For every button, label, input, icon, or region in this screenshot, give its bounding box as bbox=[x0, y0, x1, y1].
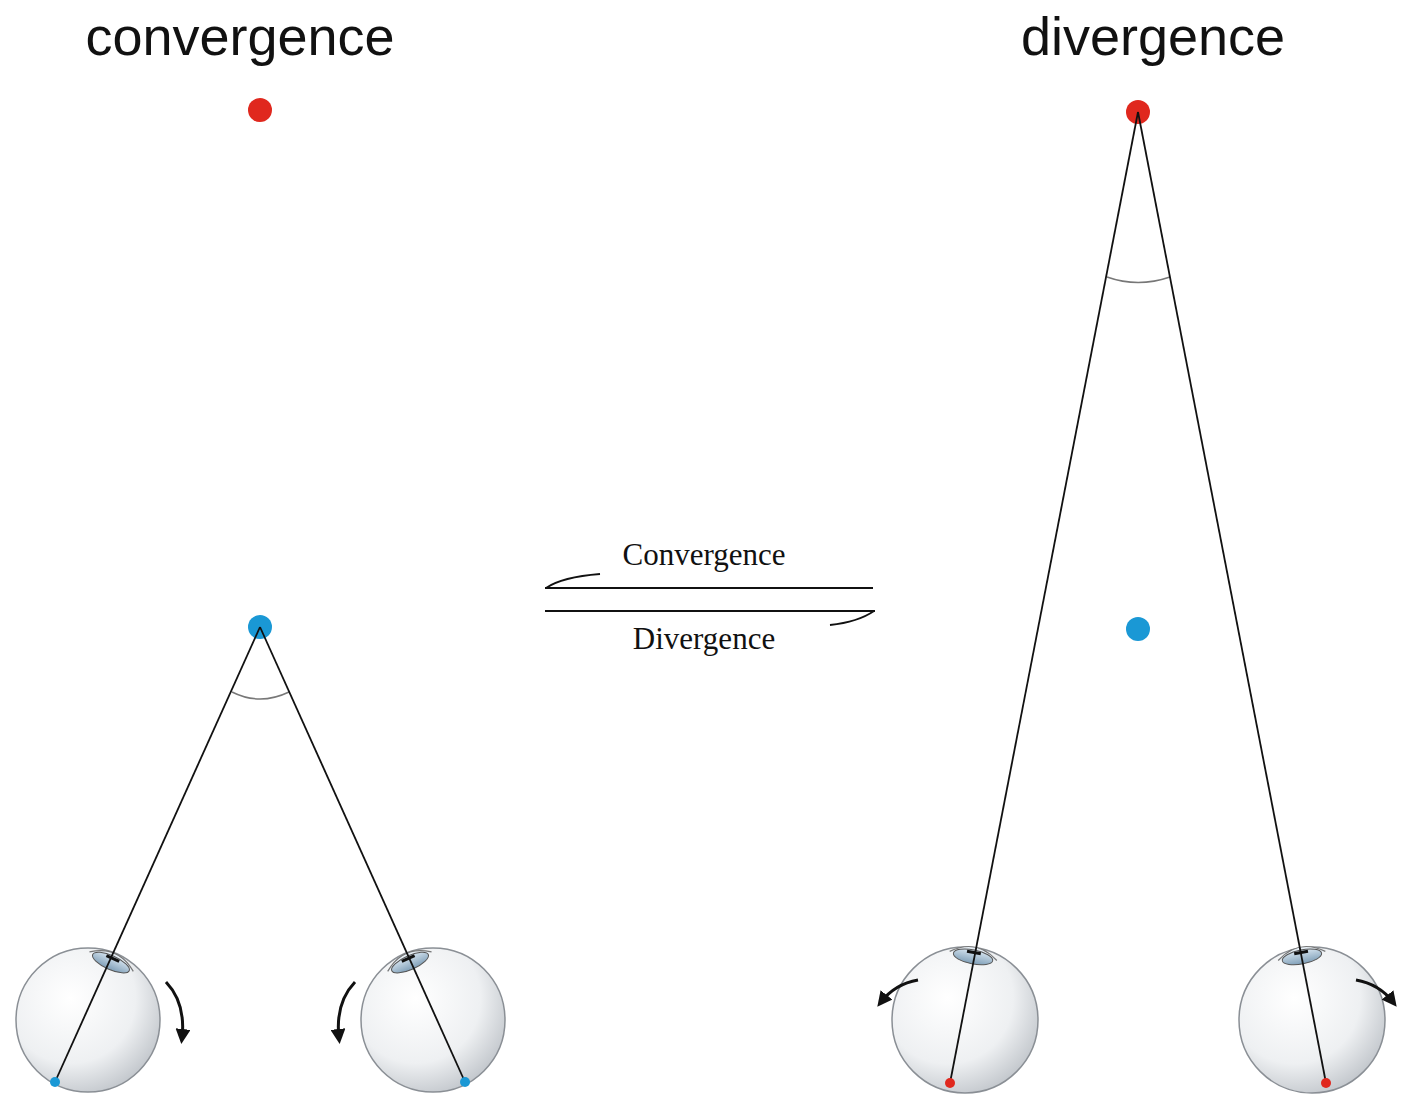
near-target bbox=[1126, 617, 1150, 641]
rotation-arrow bbox=[1356, 980, 1393, 1002]
convergence-panel bbox=[16, 98, 505, 1092]
transition-arrows bbox=[545, 574, 875, 625]
rotation-arrow bbox=[338, 982, 355, 1038]
eye bbox=[16, 944, 160, 1092]
eye bbox=[1239, 943, 1385, 1093]
vergence-angle bbox=[1107, 277, 1170, 283]
panel-heading: divergence bbox=[1021, 5, 1285, 67]
line-of-sight bbox=[55, 627, 260, 1082]
divergence-panel bbox=[881, 100, 1393, 1093]
rotation-arrow bbox=[881, 980, 918, 1002]
retina-image bbox=[50, 1077, 60, 1087]
line-of-sight bbox=[260, 627, 465, 1082]
retina-image bbox=[1321, 1078, 1331, 1088]
far-target bbox=[248, 98, 272, 122]
retina-image bbox=[945, 1078, 955, 1088]
eye bbox=[892, 943, 1038, 1093]
rotation-arrow bbox=[166, 982, 183, 1038]
line-of-sight bbox=[1138, 112, 1326, 1083]
eye bbox=[361, 944, 505, 1092]
vergence-angle bbox=[232, 692, 289, 699]
arrow-label: Divergence bbox=[633, 621, 775, 657]
panel-heading: convergence bbox=[85, 5, 394, 67]
retina-image bbox=[460, 1077, 470, 1087]
line-of-sight bbox=[950, 112, 1138, 1083]
arrow-label: Convergence bbox=[623, 537, 786, 573]
